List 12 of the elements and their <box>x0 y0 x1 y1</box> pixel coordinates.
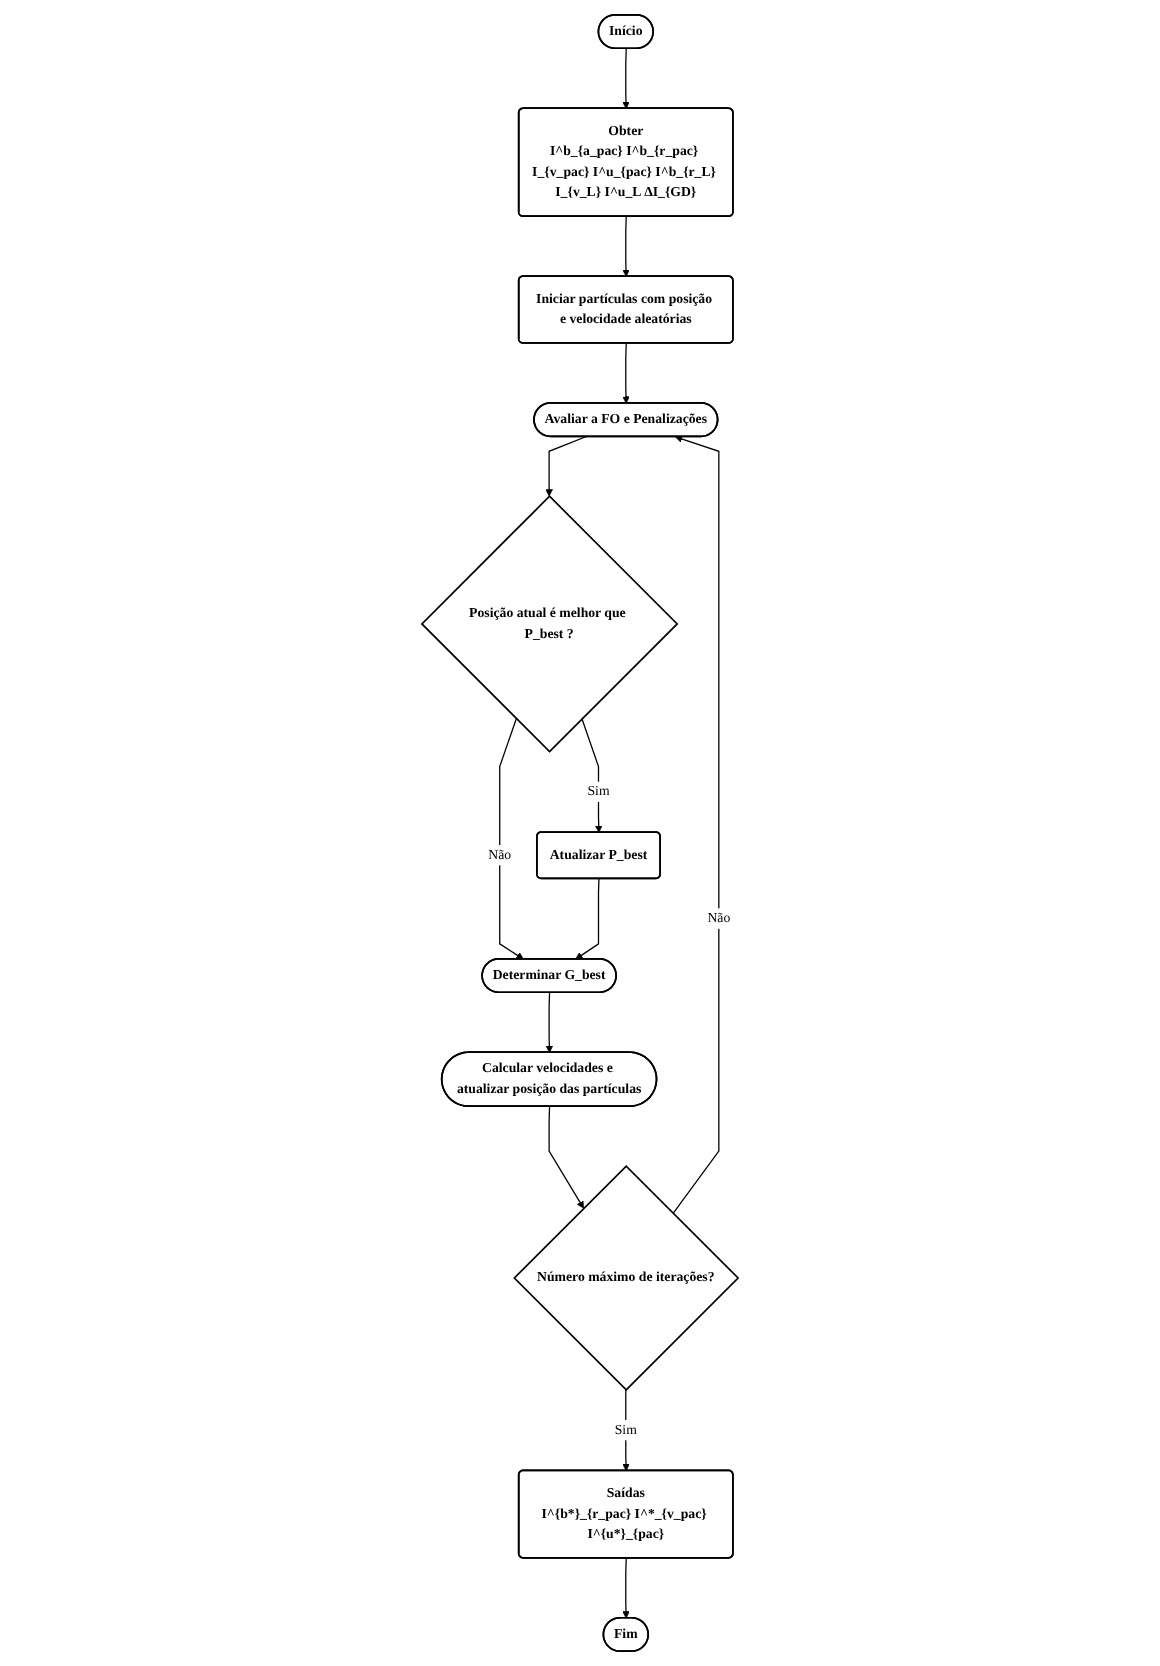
arrow <box>548 1105 584 1209</box>
arrow <box>622 215 630 277</box>
arrow <box>622 1557 630 1619</box>
arrow <box>575 878 600 960</box>
arrow <box>622 48 630 109</box>
arrow <box>622 1389 630 1472</box>
arrow <box>672 435 720 1215</box>
arrow <box>499 718 524 960</box>
arrow <box>545 992 554 1053</box>
arrow <box>545 436 587 497</box>
arrow <box>622 342 630 404</box>
arrow <box>581 718 603 833</box>
